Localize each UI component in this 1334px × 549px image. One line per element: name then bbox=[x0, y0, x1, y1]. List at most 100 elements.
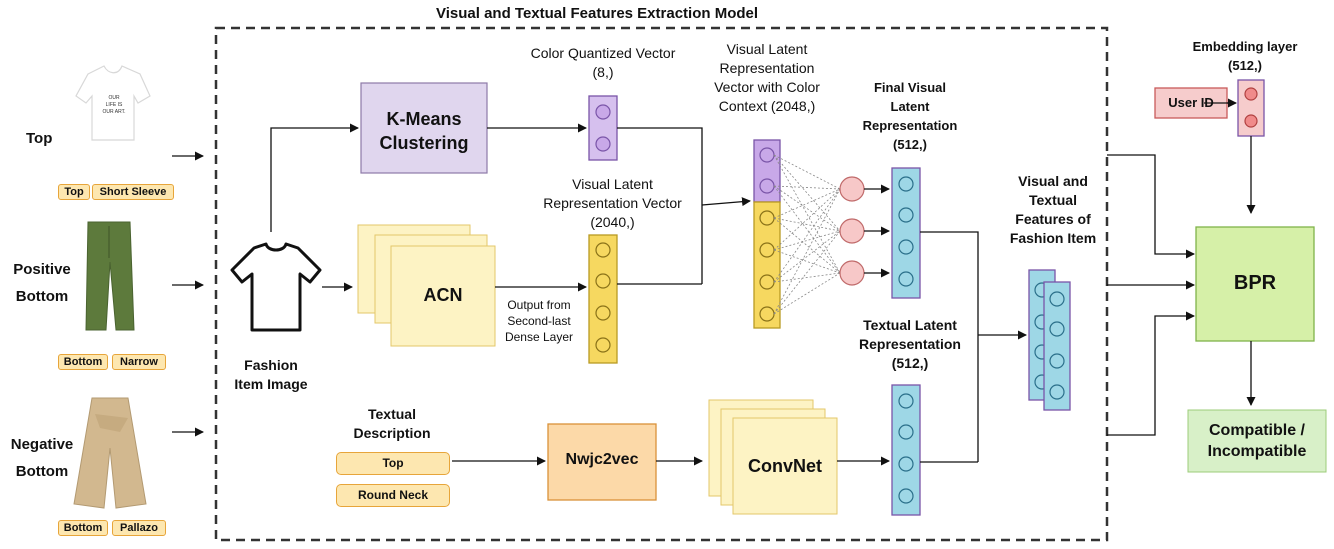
combined-front-node-3 bbox=[1049, 353, 1065, 369]
concat-node-2 bbox=[759, 178, 775, 194]
negative-label-line-1: Negative bbox=[10, 436, 74, 453]
fashion-label-line-2: Item Image bbox=[234, 376, 308, 392]
textual-latent-label: Textual Latent Representation (512,) bbox=[842, 316, 978, 373]
embedding-label-line-1: Embedding layer bbox=[1192, 39, 1298, 54]
tshirt-icon bbox=[230, 242, 322, 332]
final-visual-node-1 bbox=[898, 176, 914, 192]
visual-to-combined-line bbox=[920, 231, 979, 462]
color-context-line-1: Visual Latent bbox=[726, 41, 808, 57]
final-visual-label: Final Visual Latent Representation (512,… bbox=[845, 78, 975, 154]
final-visual-line-4: (512,) bbox=[893, 137, 927, 152]
concat-node-5 bbox=[759, 274, 775, 290]
final-visual-line-1: Final Visual bbox=[873, 80, 946, 95]
output-label: Compatible / Incompatible bbox=[1188, 420, 1326, 462]
combined-features-line-4: Fashion Item bbox=[1009, 230, 1097, 246]
top-to-bpr-arrow bbox=[1107, 154, 1195, 259]
shirt-print-line-1: OUR bbox=[108, 95, 120, 101]
color-context-line-4: Context (2048,) bbox=[718, 98, 816, 114]
final-visual-node-2 bbox=[898, 207, 914, 223]
negative-tag-style: Pallazo bbox=[112, 520, 166, 536]
bpr-label: BPR bbox=[1233, 272, 1277, 294]
embedding-node-1 bbox=[1244, 87, 1258, 101]
output-from-line-3: Dense Layer bbox=[504, 330, 574, 344]
final-visual-line-2: Latent bbox=[890, 99, 930, 114]
combined-features-line-3: Features of bbox=[1015, 211, 1091, 227]
dense-connections bbox=[773, 154, 841, 315]
visual-latent-line-1: Visual Latent bbox=[572, 176, 653, 192]
textual-latent-line-2: Representation bbox=[859, 336, 961, 352]
negative-bottom-label: Negative Bottom bbox=[2, 431, 82, 485]
positive-tag-category: Bottom bbox=[58, 354, 108, 370]
acn-label: ACN bbox=[423, 285, 463, 305]
final-visual-node-4 bbox=[898, 271, 914, 287]
color-context-line-2: Representation bbox=[719, 60, 815, 76]
extraction-model-frame bbox=[214, 26, 1109, 542]
color-node-2 bbox=[595, 136, 611, 152]
top-tag-sleeve: Short Sleeve bbox=[92, 184, 174, 200]
concat-node-6 bbox=[759, 306, 775, 322]
combined-front-node-1 bbox=[1049, 291, 1065, 307]
output-from-label: Output from Second-last Dense Layer bbox=[493, 297, 585, 345]
convnet-box bbox=[732, 417, 838, 515]
fashion-item-image-label: Fashion Item Image bbox=[226, 356, 316, 394]
textual-node-2 bbox=[898, 424, 914, 440]
text-pill-top: Top bbox=[336, 452, 450, 475]
embedding-label-line-2: (512,) bbox=[1228, 58, 1262, 73]
text-pill-round-neck: Round Neck bbox=[336, 484, 450, 507]
combined-front-node-2 bbox=[1049, 321, 1065, 337]
output-label-line-1: Compatible / bbox=[1208, 422, 1305, 439]
visual-node-3 bbox=[595, 305, 611, 321]
visual-latent-line-3: (2040,) bbox=[590, 214, 635, 230]
positive-bottom-label: Positive Bottom bbox=[2, 256, 82, 310]
output-from-line-2: Second-last bbox=[507, 314, 571, 328]
textual-description-label: Textual Description bbox=[342, 405, 442, 443]
final-visual-node-3 bbox=[898, 239, 914, 255]
color-node-1 bbox=[595, 104, 611, 120]
hidden-node-3 bbox=[839, 260, 865, 286]
embedding-layer-label: Embedding layer (512,) bbox=[1180, 37, 1310, 75]
color-context-label: Visual Latent Representation Vector with… bbox=[697, 40, 837, 116]
bpr-box bbox=[1195, 226, 1315, 342]
textual-node-3 bbox=[898, 456, 914, 472]
final-visual-line-3: Representation bbox=[862, 118, 958, 133]
image-to-kmeans-arrow bbox=[270, 123, 359, 232]
concat-node-3 bbox=[759, 210, 775, 226]
shirt-print: OUR LIFE IS OUR ART. bbox=[94, 95, 134, 116]
negative-label-line-2: Bottom bbox=[15, 463, 69, 480]
top-tag-category: Top bbox=[58, 184, 90, 200]
combined-features-line-1: Visual and bbox=[1018, 173, 1088, 189]
output-from-line-1: Output from bbox=[507, 298, 571, 312]
kmeans-box bbox=[360, 82, 488, 174]
neg-to-bpr-arrow bbox=[1107, 311, 1195, 436]
textual-description-line-1: Textual bbox=[368, 406, 416, 422]
color-quantized-line-1: Color Quantized Vector bbox=[530, 45, 676, 61]
convnet-label: ConvNet bbox=[747, 456, 822, 476]
kmeans-label: K-Means Clustering bbox=[361, 107, 487, 155]
textual-latent-line-1: Textual Latent bbox=[863, 317, 957, 333]
embedding-node-2 bbox=[1244, 114, 1258, 128]
fashion-label-line-1: Fashion bbox=[244, 357, 298, 373]
merge-arrow bbox=[701, 197, 751, 207]
textual-node-4 bbox=[898, 488, 914, 504]
color-context-line-3: Vector with Color bbox=[714, 79, 820, 95]
hidden-node-1 bbox=[839, 176, 865, 202]
visual-latent-label: Visual Latent Representation Vector (204… bbox=[530, 175, 695, 232]
output-label-line-2: Incompatible bbox=[1207, 443, 1307, 460]
kmeans-label-line-1: K-Means bbox=[386, 109, 462, 129]
acn-box bbox=[390, 245, 496, 347]
concat-node-4 bbox=[759, 242, 775, 258]
color-quantized-line-2: (8,) bbox=[592, 64, 614, 80]
color-merge-line bbox=[617, 127, 703, 284]
concat-node-1 bbox=[759, 147, 775, 163]
output-box bbox=[1187, 409, 1327, 473]
visual-node-1 bbox=[595, 242, 611, 258]
shirt-print-line-3: OUR ART. bbox=[102, 109, 126, 115]
top-image bbox=[75, 65, 151, 141]
positive-bottom-image bbox=[85, 221, 135, 331]
kmeans-label-line-2: Clustering bbox=[379, 133, 469, 153]
combined-features-label: Visual and Textual Features of Fashion I… bbox=[990, 172, 1116, 248]
nwjc2vec-label: Nwjc2vec bbox=[565, 451, 639, 468]
combined-front-node-4 bbox=[1049, 384, 1065, 400]
